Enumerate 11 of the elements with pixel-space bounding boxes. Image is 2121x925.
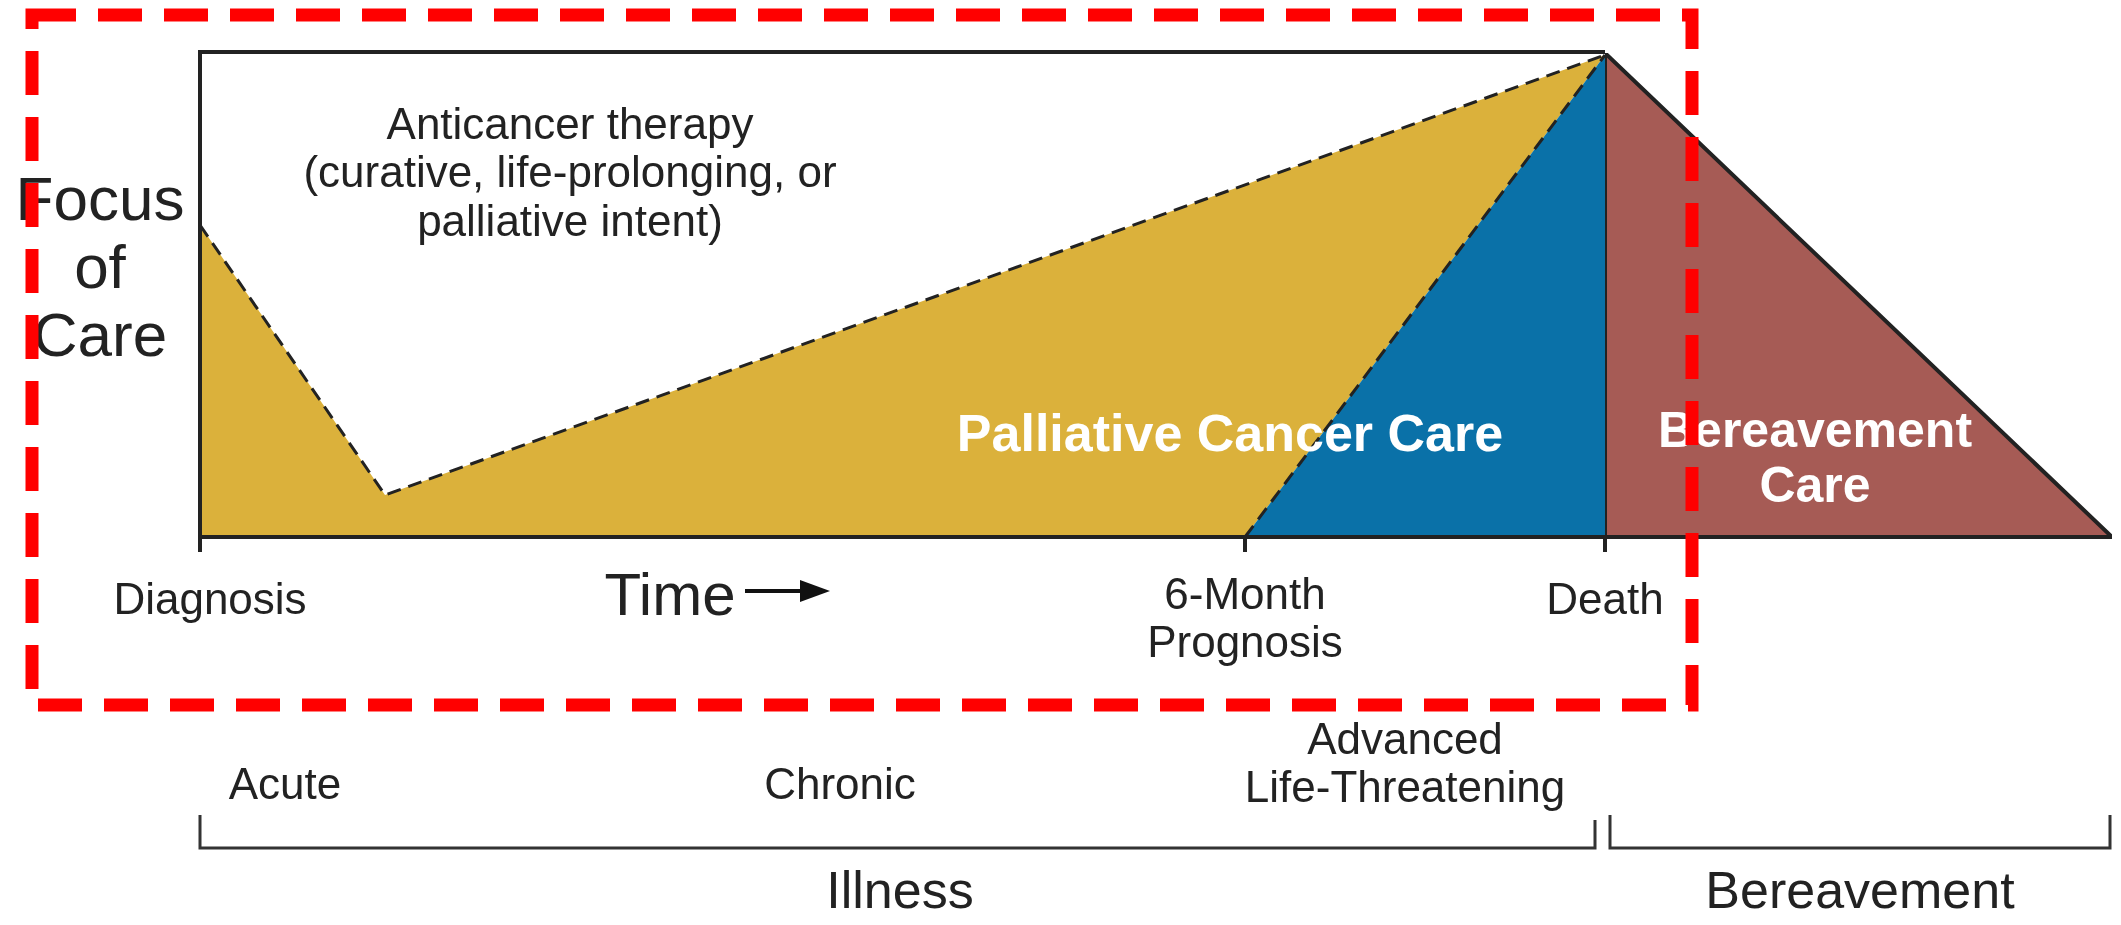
area-label: Anticancer therapy (curative, life-prolonging, or palliative intent)	[302, 100, 838, 246]
phase-label: Advanced Life-Threatening	[1243, 715, 1567, 812]
phase-label: Chronic	[763, 760, 917, 809]
bracket-label: Illness	[825, 862, 975, 920]
axis-label: Death	[1545, 575, 1665, 624]
phase-label: Acute	[227, 760, 343, 809]
axis-label: Diagnosis	[112, 575, 308, 624]
bracket-label: Bereavement	[1704, 862, 2016, 920]
axis-label: 6-Month Prognosis	[1146, 570, 1344, 667]
region-label: Bereavement Care	[1656, 403, 1974, 513]
axis-title: Time	[603, 562, 737, 628]
